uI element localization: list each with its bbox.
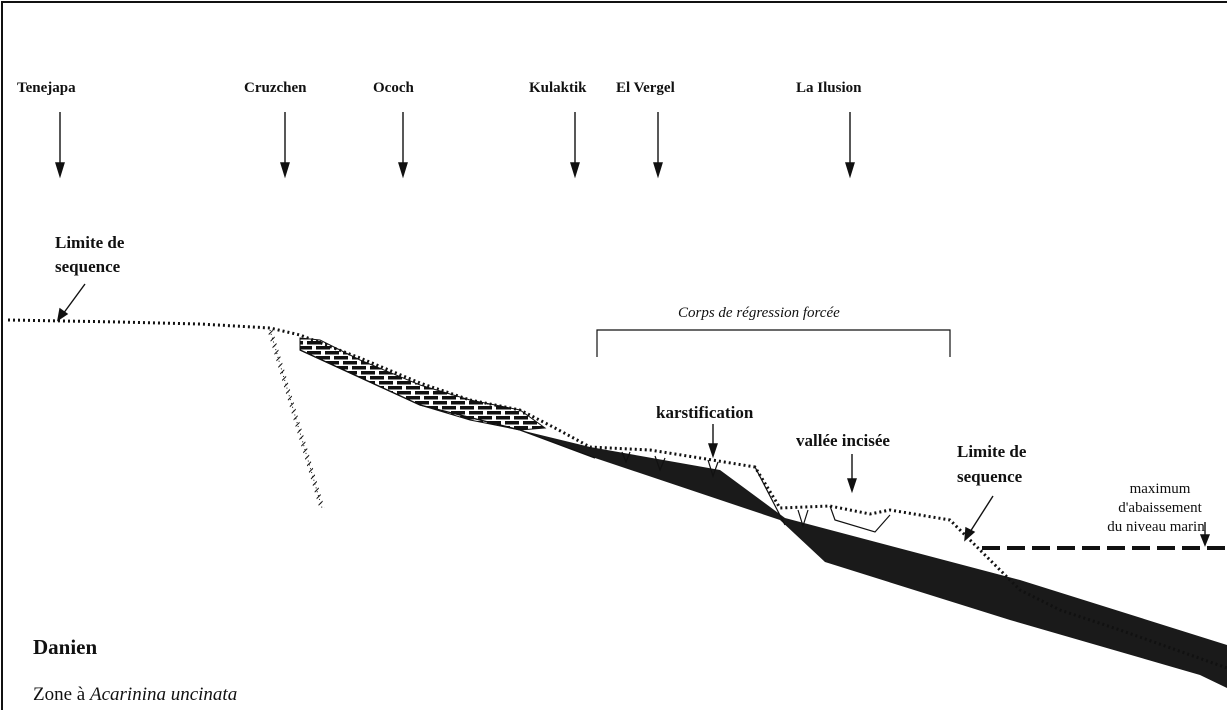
- karstification-arrow-icon: [708, 424, 718, 459]
- sequence-boundary: [7, 318, 1227, 670]
- arrow-down-icon: [653, 112, 663, 179]
- incised-valley-arrow-icon: [847, 454, 857, 494]
- max-lowering-label-line2: d'abaissement: [1118, 500, 1202, 516]
- locality-label-cruzchen: Cruzchen: [244, 80, 307, 96]
- locality-label-kulaktik: Kulaktik: [529, 80, 587, 96]
- arrow-down-icon: [845, 112, 855, 179]
- sequence-limit-left-label-line2: sequence: [55, 257, 121, 276]
- locality-label-ococh: Ococh: [373, 80, 414, 96]
- arrow-down-icon: [398, 112, 408, 179]
- karst-pits: [621, 451, 809, 529]
- limestone-bricks: [299, 337, 547, 431]
- arrow-down-icon: [55, 112, 65, 179]
- biozone-species: Acarinina uncinata: [88, 684, 237, 705]
- dark-shale-layer: [520, 430, 1227, 688]
- incised-valley-label: vallée incisée: [796, 431, 890, 450]
- sequence-limit-right-label-line2: sequence: [957, 467, 1023, 486]
- locality-label-tenejapa: Tenejapa: [17, 80, 76, 96]
- max-lowering-arrow-icon: [1199, 522, 1211, 547]
- locality-label-el-vergel: El Vergel: [616, 80, 675, 96]
- sequence-limit-right-arrow-icon: [964, 495, 994, 542]
- sequence-limit-left-label-line1: Limite de: [55, 233, 125, 252]
- forced-regression-label: Corps de régression forcée: [678, 305, 840, 321]
- locality-arrows: [55, 112, 855, 179]
- max-lowering-label-line3: du niveau marin: [1107, 519, 1205, 535]
- forced-regression-bracket: [596, 329, 951, 357]
- arrow-down-icon: [570, 112, 580, 179]
- fault-line-dots: [269, 329, 323, 509]
- stage-name: Danien: [33, 635, 98, 659]
- incised-valley-outline: [754, 466, 891, 533]
- arrow-down-icon: [280, 112, 290, 179]
- locality-label-la-ilusion: La Ilusion: [796, 80, 862, 96]
- karstification-label: karstification: [656, 403, 754, 422]
- sequence-limit-right-label-line1: Limite de: [957, 442, 1027, 461]
- sequence-limit-left-arrow-icon: [57, 283, 86, 322]
- biozone-prefix: Zone à: [33, 684, 90, 705]
- locality-labels: Tenejapa Cruzchen Ococh Kulaktik El Verg…: [17, 80, 862, 96]
- biozone-label: Zone à Acarinina uncinata: [33, 684, 237, 705]
- max-lowering-label-line1: maximum: [1130, 481, 1191, 497]
- basin-floor-line: [299, 349, 596, 459]
